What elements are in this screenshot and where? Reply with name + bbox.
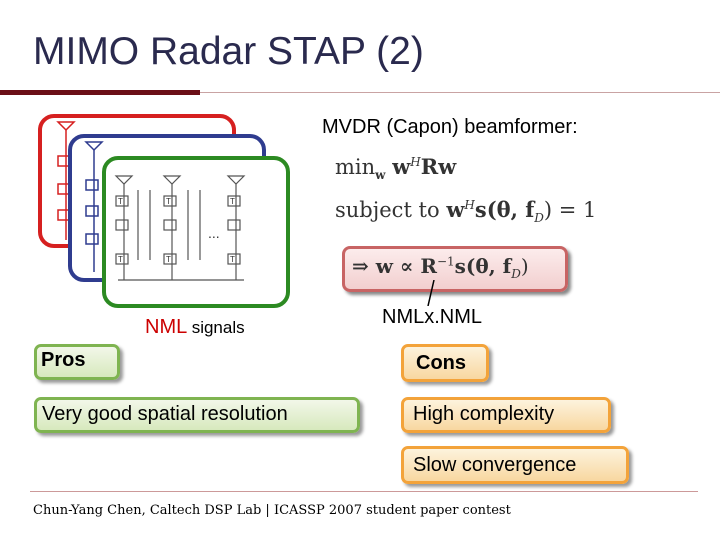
eq-w: w (446, 197, 465, 222)
equation-solution: ⇒ w ∝ R−1s(θ, fD) (352, 254, 529, 281)
solution-box (342, 246, 568, 292)
eq-min: min (335, 155, 376, 179)
eq-w: w (392, 154, 411, 179)
eq-subject-to: subject to (335, 198, 447, 222)
tap-label: T (230, 255, 235, 264)
nml-signals-label: NML signals (145, 316, 245, 339)
signals-word: signals (191, 318, 245, 337)
equation-objective: minw wHRw (335, 154, 456, 182)
callout-pointer (427, 280, 435, 306)
eq-implies: ⇒ w ∝ (352, 254, 421, 278)
cons-item: Slow convergence (401, 446, 629, 484)
eq-inverse: −1 (436, 254, 455, 269)
array-ellipsis: ... (208, 225, 220, 241)
title-accent-bar (0, 90, 200, 95)
eq-steering: s(θ, f (454, 254, 512, 278)
footer-text: Chun-Yang Chen, Caltech DSP Lab | ICASSP… (33, 503, 511, 518)
cons-item: High complexity (401, 397, 611, 433)
cons-item-text: Slow convergence (413, 454, 577, 476)
eq-min-sub: w (375, 168, 386, 183)
eq-hermitian: H (410, 155, 421, 169)
eq-hermitian: H (464, 198, 475, 212)
pros-item-text: Very good spatial resolution (42, 403, 288, 425)
tap-label: T (118, 255, 123, 264)
footer-divider (30, 491, 698, 492)
pros-label: Pros (41, 349, 86, 371)
slide-title: MIMO Radar STAP (2) (33, 30, 424, 73)
nmlx-label: NMLx.NML (382, 306, 483, 328)
mvdr-heading: MVDR (Capon) beamformer: (322, 116, 578, 138)
tap-label: T (166, 197, 171, 206)
eq-rw: Rw (420, 154, 457, 179)
cons-label: Cons (416, 352, 466, 374)
tap-label: T (230, 197, 235, 206)
nml-word: NML (145, 316, 188, 338)
cons-header: Cons (401, 344, 489, 382)
pros-header: Pros (34, 344, 120, 380)
array-diagram: T T T T T T ... (38, 114, 290, 308)
frame-green: T T T T T T ... (102, 156, 290, 308)
eq-doppler-sub: D (534, 211, 544, 226)
cons-item-text: High complexity (413, 403, 555, 425)
eq-R: R (420, 254, 437, 278)
eq-doppler-sub: D (511, 267, 521, 281)
eq-equals-one: ) = 1 (543, 198, 597, 222)
tap-label: T (118, 197, 123, 206)
pros-item: Very good spatial resolution (34, 397, 360, 433)
title-divider (200, 92, 720, 93)
tap-label: T (166, 255, 171, 264)
eq-steering: s(θ, f (474, 197, 535, 222)
equation-constraint: subject to wHs(θ, fD) = 1 (335, 197, 596, 225)
eq-close: ) (520, 254, 529, 278)
